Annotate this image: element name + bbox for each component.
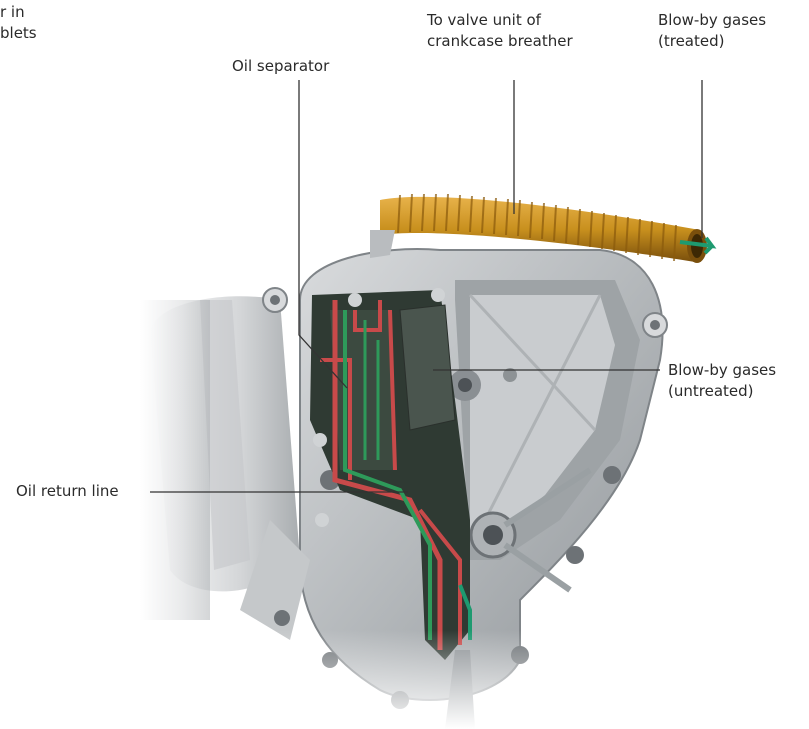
bottom-fade bbox=[0, 630, 809, 729]
